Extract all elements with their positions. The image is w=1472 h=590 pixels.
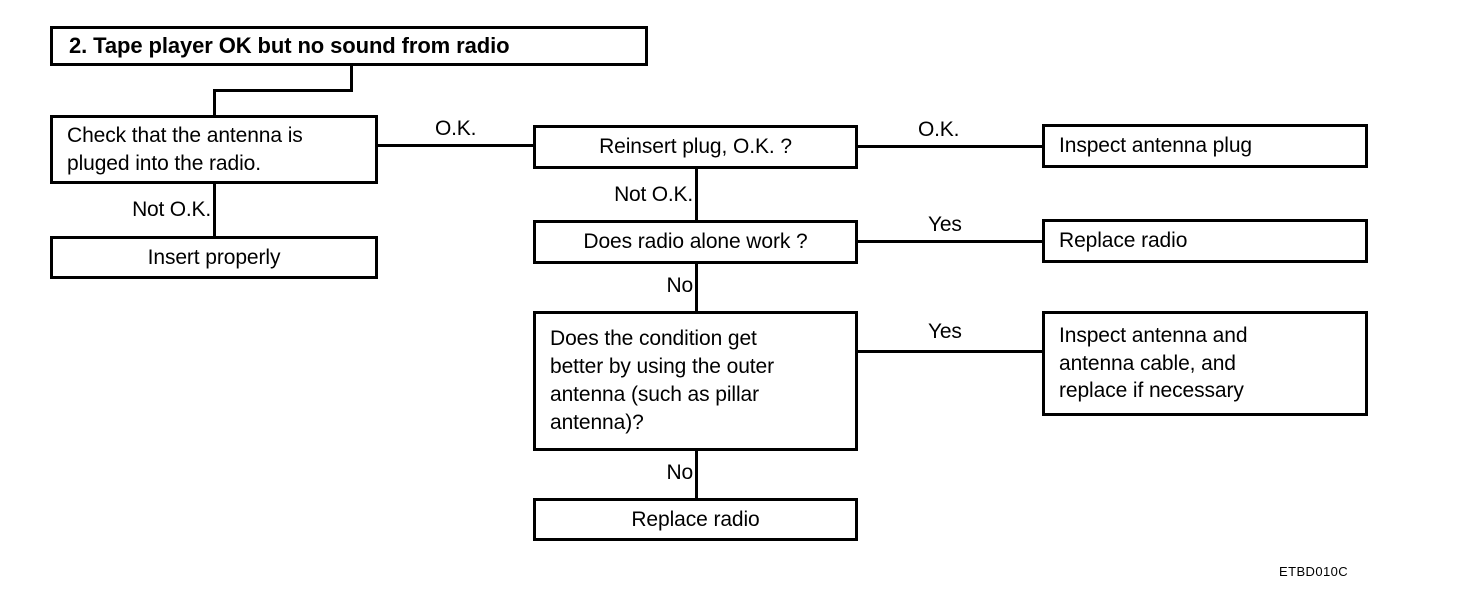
node-replace-radio-bottom: Replace radio — [533, 498, 858, 541]
node-check-antenna: Check that the antenna is pluged into th… — [50, 115, 378, 184]
connector-title-down — [350, 66, 353, 92]
edge-label-reinsert-to-radio-alone: Not O.K. — [614, 183, 693, 206]
title-box: 2. Tape player OK but no sound from radi… — [50, 26, 648, 66]
edge-label-check-to-insert: Not O.K. — [132, 198, 211, 221]
connector-check-to-insert — [213, 184, 216, 236]
title-box-label: 2. Tape player OK but no sound from radi… — [69, 33, 510, 59]
edge-label-radio-alone-to-outer: No — [666, 274, 694, 297]
node-does-radio-alone-work-label: Does radio alone work ? — [583, 230, 808, 254]
node-inspect-antenna-plug: Inspect antenna plug — [1042, 124, 1368, 168]
node-replace-radio-bottom-label: Replace radio — [631, 507, 760, 531]
node-reinsert-plug: Reinsert plug, O.K. ? — [533, 125, 858, 169]
node-outer-antenna-question-label: Does the condition get better by using t… — [550, 327, 774, 434]
connector-outer-to-replace-radio — [695, 451, 698, 498]
connector-reinsert-to-inspect — [858, 145, 1044, 148]
node-inspect-antenna-cable: Inspect antenna and antenna cable, and r… — [1042, 311, 1368, 416]
edge-label-check-to-reinsert: O.K. — [435, 117, 477, 140]
footer-code: ETBD010C — [1279, 564, 1348, 579]
node-does-radio-alone-work: Does radio alone work ? — [533, 220, 858, 264]
node-inspect-antenna-plug-label: Inspect antenna plug — [1059, 134, 1252, 158]
connector-outer-to-inspect-cable — [858, 350, 1044, 353]
connector-title-across — [213, 89, 353, 92]
connector-reinsert-to-radio-alone — [695, 169, 698, 220]
edge-label-reinsert-to-inspect: O.K. — [918, 118, 960, 141]
connector-radio-alone-to-replace — [858, 240, 1044, 243]
edge-label-radio-alone-to-replace: Yes — [928, 213, 962, 236]
node-insert-properly-label: Insert properly — [147, 245, 281, 269]
node-check-antenna-label: Check that the antenna is pluged into th… — [67, 123, 303, 175]
connector-title-into-check — [213, 89, 216, 116]
node-inspect-antenna-cable-label: Inspect antenna and antenna cable, and r… — [1059, 323, 1248, 403]
node-replace-radio-top: Replace radio — [1042, 219, 1368, 263]
node-outer-antenna-question: Does the condition get better by using t… — [533, 311, 858, 451]
connector-check-to-reinsert — [378, 144, 535, 147]
node-replace-radio-top-label: Replace radio — [1059, 229, 1188, 253]
node-reinsert-plug-label: Reinsert plug, O.K. ? — [599, 135, 792, 159]
edge-label-outer-to-replace-radio: No — [666, 461, 694, 484]
connector-radio-alone-to-outer — [695, 264, 698, 311]
edge-label-outer-to-inspect-cable: Yes — [928, 320, 962, 343]
node-insert-properly: Insert properly — [50, 236, 378, 279]
